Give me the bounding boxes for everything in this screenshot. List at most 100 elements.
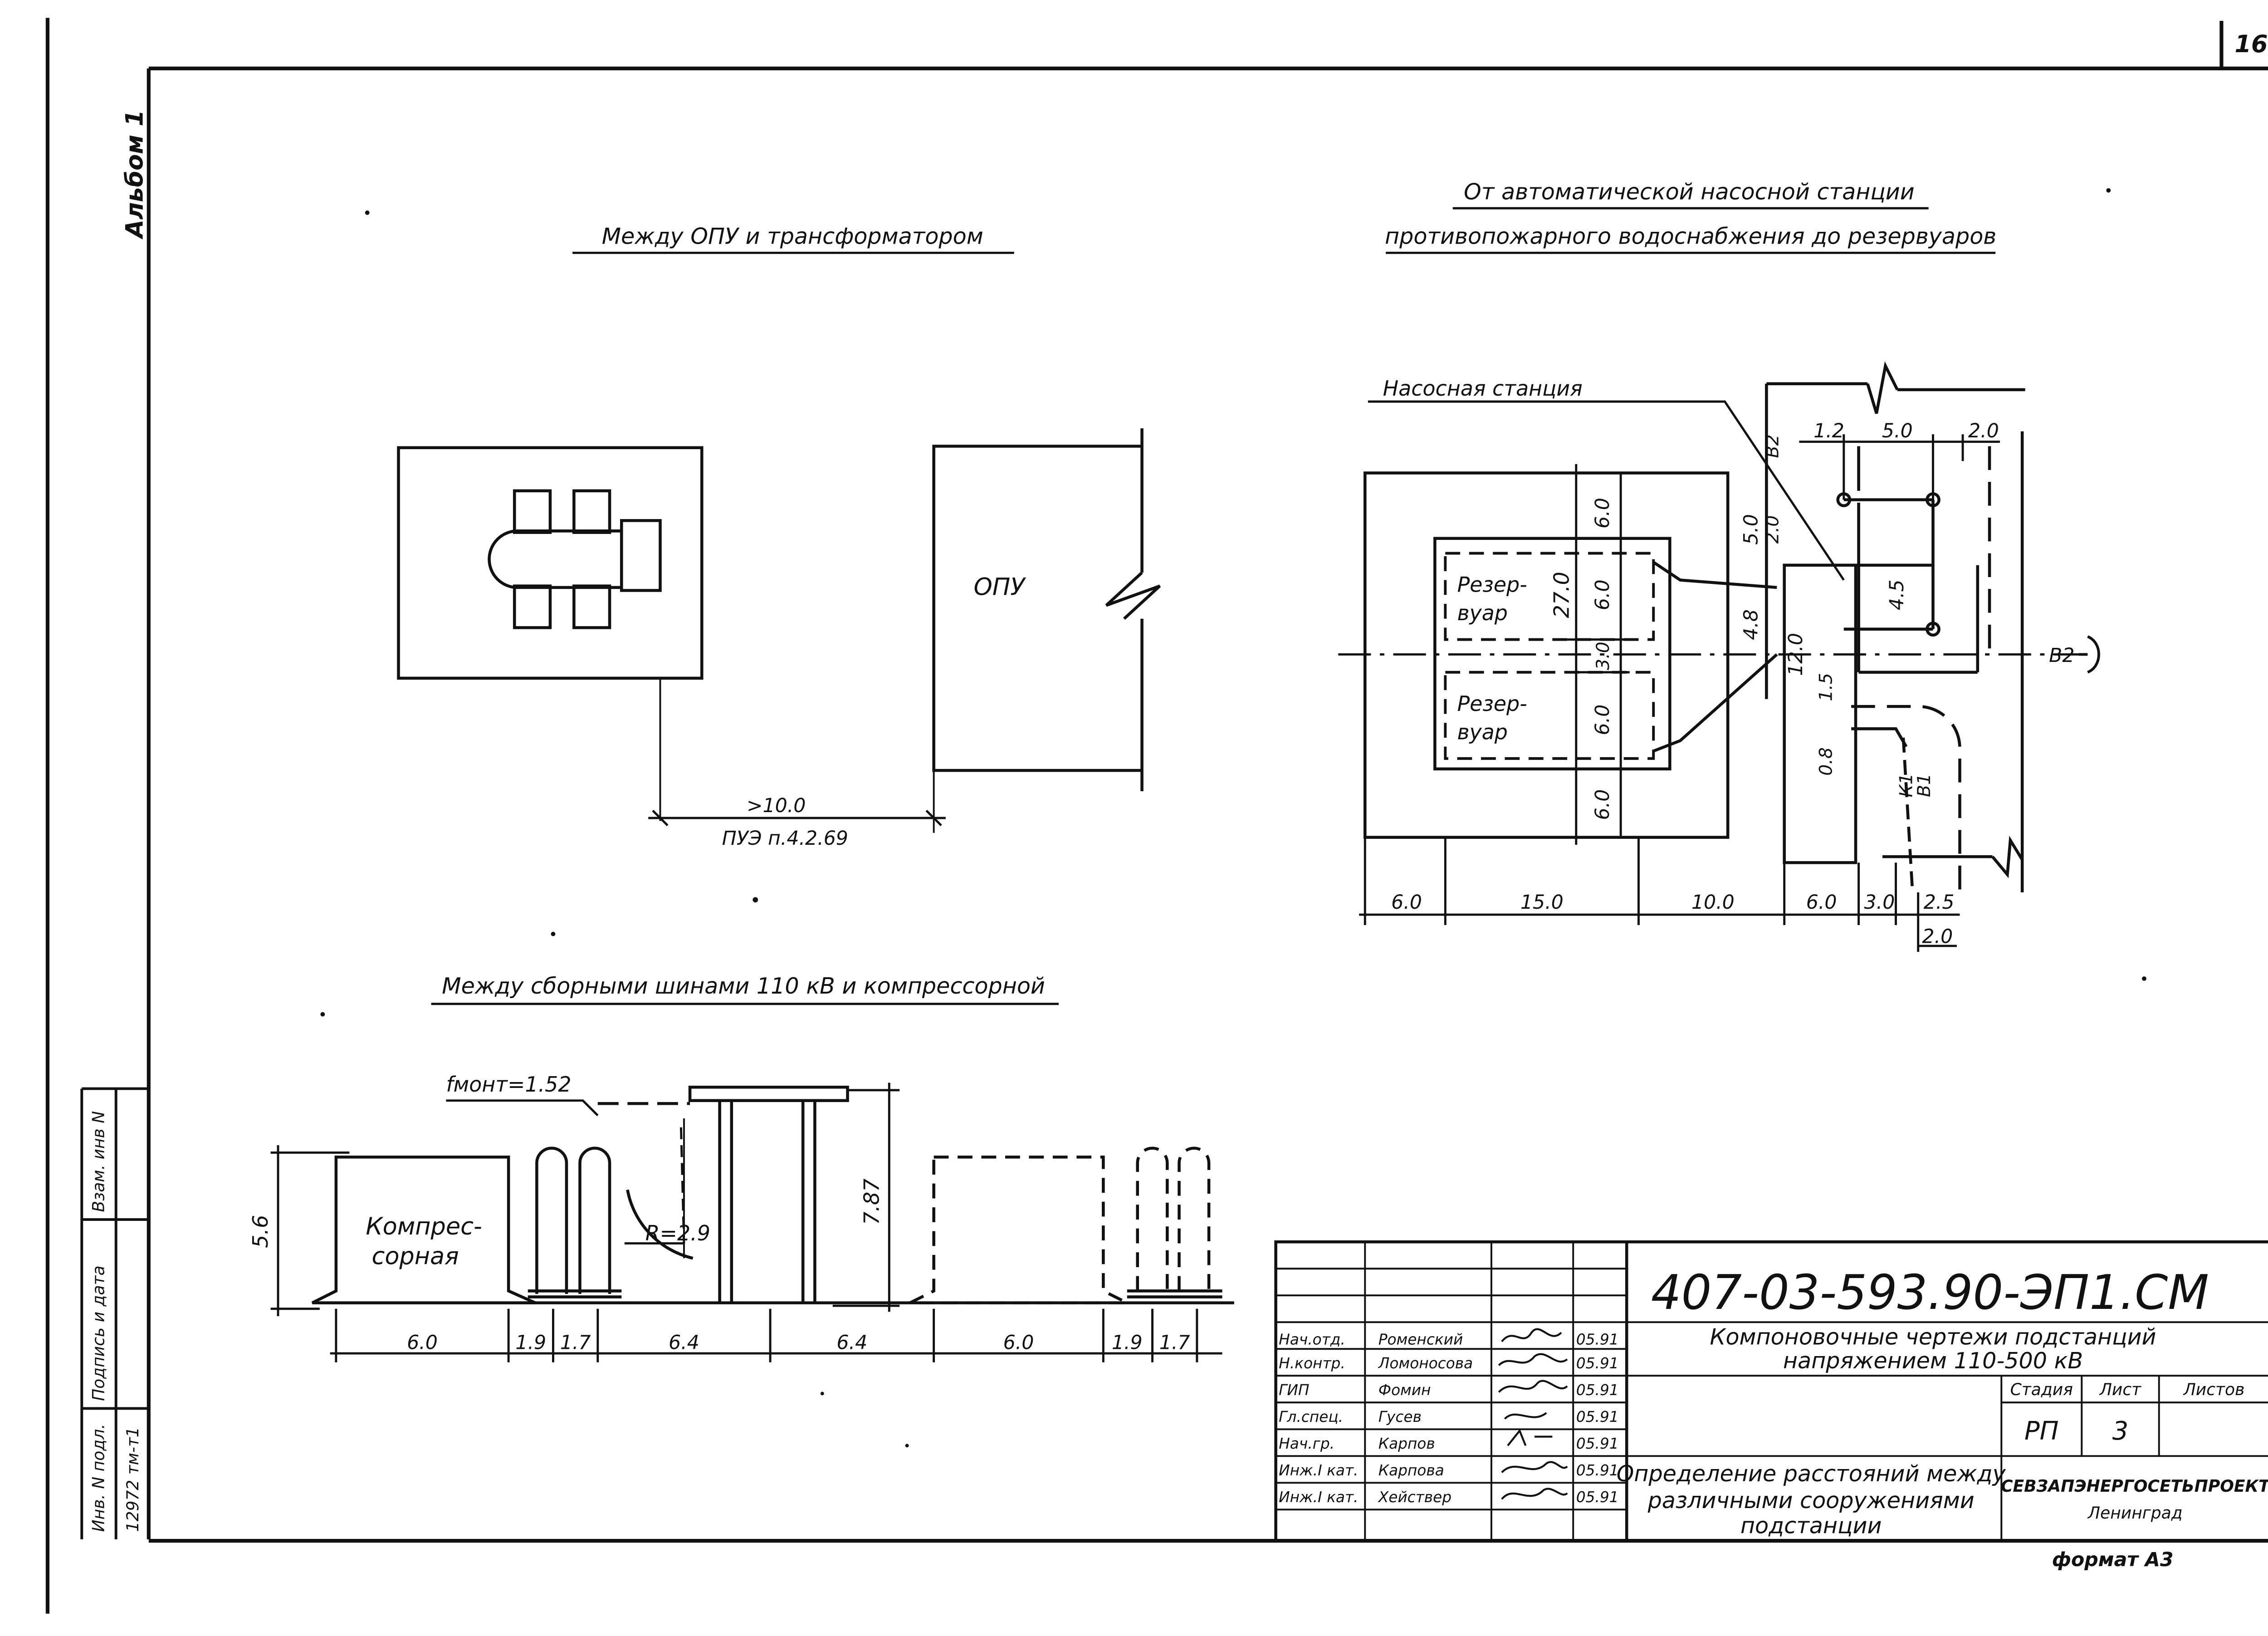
pipe-label-b1: В1: [1914, 774, 1935, 797]
top-dimension-chain: [1799, 434, 2000, 500]
height-dims: [270, 1083, 900, 1317]
dim-top-1: 1.2: [1813, 420, 1844, 442]
dim-vert-2: 6.0: [1591, 579, 1614, 610]
section-bus-compressor: Между сборными шинами 110 кВ и компрессо…: [248, 973, 1234, 1362]
section-bus-title: Между сборными шинами 110 кВ и компрессо…: [442, 973, 1045, 999]
dim-vert-8: 5.0: [1740, 514, 1763, 545]
dim-vert-3: 3.0: [1593, 642, 1613, 670]
top-break: [1766, 361, 2025, 414]
staff-date: 05.91: [1576, 1355, 1619, 1372]
opu-dimension: [648, 809, 946, 827]
dim-vert-13: 4.5: [1886, 579, 1908, 610]
designation: 407-03-593.90-ЭП1.СМ: [1651, 1265, 2209, 1320]
drawing-title-1: Определение расстояний между: [1617, 1460, 2006, 1487]
dim-top-3: 2.0: [1968, 420, 1999, 442]
pipe-label-b2-right: В2: [2049, 644, 2074, 667]
staff-name: Карпова: [1378, 1462, 1444, 1479]
drawing-title-3: подстанции: [1740, 1513, 1882, 1539]
pump-title-line2: противопожарного водоснабжения до резерв…: [1385, 223, 1996, 250]
signatures: [1498, 1328, 1568, 1500]
section-pump-reservoirs: От автоматической насосной станции проти…: [1338, 178, 2100, 952]
staff-role: Инж.I кат.: [1279, 1462, 1358, 1479]
side-stamp-vzam: Взам. инв N: [89, 1111, 108, 1212]
side-stamp-podpis: Подпись и дата: [89, 1265, 108, 1401]
staff-name: Роменский: [1378, 1331, 1463, 1348]
staff-role: Инж.I кат.: [1279, 1489, 1358, 1506]
b2-break-symbol: [2078, 635, 2100, 674]
bus-dim-6: 6.0: [1003, 1331, 1034, 1354]
height-right: 7.87: [859, 1179, 884, 1225]
staff-name: Фомин: [1378, 1381, 1431, 1399]
bus-dim-1: 6.0: [407, 1331, 438, 1354]
bus-dim-3: 1.7: [560, 1331, 591, 1354]
dim-bottom-4: 6.0: [1806, 891, 1837, 914]
bus-dim-7: 1.9: [1112, 1331, 1143, 1354]
dim-vert-6: 27.0: [1549, 572, 1574, 618]
sheets-header: Листов: [2183, 1380, 2245, 1399]
pipe-label-k1: К1: [1896, 773, 1917, 797]
staff-date: 05.91: [1576, 1489, 1619, 1506]
dim-top-2: 5.0: [1882, 420, 1913, 442]
dim-bottom-3: 10.0: [1691, 891, 1735, 914]
album-label: Альбом 1: [121, 110, 149, 240]
radius-label: R=2.9: [645, 1221, 710, 1245]
dim-vert-7: 4.8: [1740, 609, 1763, 640]
project-title-1: Компоновочные чертежи подстанций: [1710, 1323, 2156, 1350]
busbar-portal: [597, 1086, 849, 1303]
dim-bottom-6: 2.5: [1924, 891, 1955, 914]
staff-role: Нач.гр.: [1279, 1435, 1334, 1452]
pipes: [1652, 383, 2024, 892]
sheet-header: Лист: [2099, 1380, 2141, 1399]
compressor-dashed: [909, 1146, 1211, 1304]
project-title-2: напряжением 110-500 кВ: [1783, 1347, 2083, 1374]
bus-dim-8: 1.7: [1159, 1331, 1190, 1354]
opu-dim-value: >10.0: [747, 794, 806, 817]
pump-station-leader: [1368, 400, 1845, 581]
staff-date: 05.91: [1576, 1408, 1619, 1425]
staff-date: 05.91: [1576, 1435, 1619, 1452]
sag-leader: [446, 1099, 599, 1117]
dim-vert-10: 12.0: [1784, 633, 1807, 676]
reservoir-2-label-b: вуар: [1457, 720, 1508, 744]
bus-dim-2: 1.9: [515, 1331, 546, 1354]
reservoir-1-label-b: вуар: [1457, 601, 1508, 625]
sheet-value: 3: [2112, 1416, 2128, 1446]
compressor-building: [311, 1156, 536, 1304]
side-stamp-inv-podl: Инв. N подл.: [89, 1424, 108, 1532]
pump-building: [1783, 446, 1980, 864]
staff-name: Гусев: [1378, 1408, 1422, 1425]
bus-dimension-chain: [330, 1308, 1222, 1362]
staff-role: Нач.отд.: [1279, 1331, 1345, 1348]
dim-bottom-1: 6.0: [1391, 891, 1422, 914]
staff-table: Нач.отд. Роменский 05.91 Н.контр. Ломоно…: [1279, 1331, 1618, 1505]
section-opu-title: Между ОПУ и трансформатором: [602, 223, 983, 250]
drawing-title-2: различными сооружениями: [1647, 1487, 1975, 1514]
staff-name: Хействер: [1378, 1489, 1452, 1506]
stage-header: Стадия: [2010, 1380, 2073, 1399]
dim-vert-11: 1.5: [1816, 673, 1837, 701]
dim-vert-12: 0.8: [1816, 747, 1837, 776]
pipe-label-b2-top: В2: [1762, 434, 1783, 458]
reservoirs: [1444, 552, 1655, 760]
bottom-dimension-chain: [1359, 837, 1960, 952]
opu-dim-ref: ПУЭ п.4.2.69: [722, 827, 848, 850]
dim-vert-4: 6.0: [1591, 705, 1614, 735]
staff-date: 05.91: [1576, 1331, 1619, 1348]
bus-dim-4: 6.4: [669, 1331, 699, 1354]
reservoir-1-label-a: Резер-: [1457, 573, 1527, 597]
city: Ленинград: [2087, 1504, 2183, 1523]
format-label: формат А3: [2052, 1548, 2174, 1571]
compressor-label-a: Компрес-: [366, 1213, 482, 1240]
stage-value: РП: [2024, 1416, 2059, 1446]
dim-bottom-2: 15.0: [1520, 891, 1564, 914]
bus-dim-5: 6.4: [836, 1331, 867, 1354]
dim-vert-1: 6.0: [1591, 498, 1614, 529]
organization: СЕВЗАПЭНЕРГОСЕТЬПРОЕКТ: [2001, 1477, 2268, 1496]
staff-name: Ломоносова: [1378, 1355, 1473, 1372]
side-stamp-inv-value: 12972 тм-т1: [123, 1427, 142, 1532]
title-block: [1274, 1240, 2268, 1543]
sag-label: fмонт=1.52: [446, 1072, 571, 1097]
staff-role: Н.контр.: [1279, 1355, 1345, 1372]
compressor-label-b: сорная: [372, 1242, 459, 1270]
